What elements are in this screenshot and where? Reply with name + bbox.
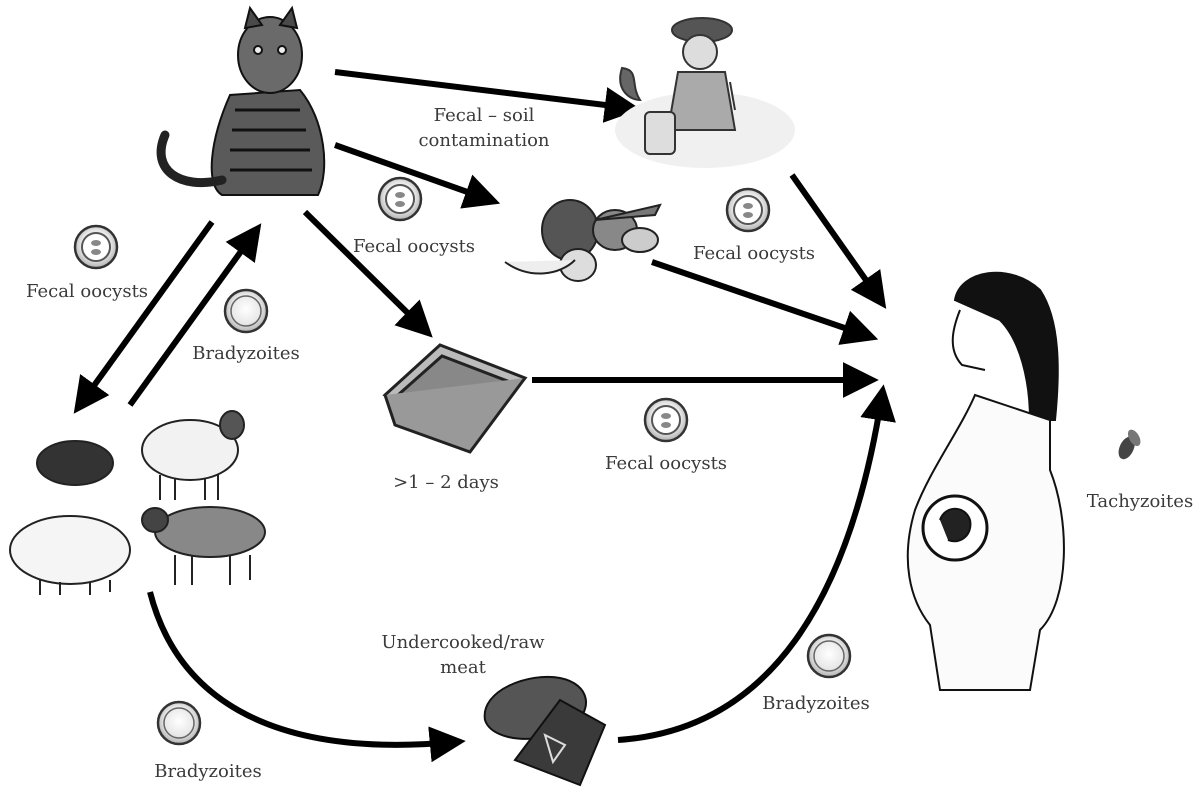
arrow-cat-to-gardener: [334, 69, 641, 123]
litter-box-illustration: [382, 343, 528, 454]
arrow-cat-to-vegetables: [333, 142, 501, 209]
label-meat-2: meat: [440, 657, 486, 678]
label-fecal-oocysts-right: Fecal oocysts: [693, 243, 815, 264]
labels: Fecal – soil contamination Fecal oocysts…: [26, 105, 1193, 782]
vegetables-illustration: [504, 199, 662, 282]
label-tachyzoites: Tachyzoites: [1087, 491, 1193, 512]
label-fecal-oocysts-center: Fecal oocysts: [353, 236, 475, 257]
pregnant-woman-illustration: [906, 271, 1065, 691]
arrow-gardener-to-woman: [789, 173, 887, 309]
bradyzoite-cyst-icon: [156, 700, 202, 746]
label-litter-days: >1 – 2 days: [393, 472, 499, 493]
arrow-cat-to-litter: [302, 209, 433, 338]
label-bradyzoites-lower: Bradyzoites: [154, 761, 261, 782]
arrow-meat-to-woman: [617, 384, 896, 743]
oocyst-icon: [73, 224, 119, 270]
oocyst-icon: [643, 397, 689, 443]
cat-illustration: [156, 5, 326, 196]
tachyzoite-icon: [1118, 429, 1141, 460]
arrow-cat-to-livestock: [73, 220, 215, 414]
arrow-livestock-to-cat: [127, 223, 262, 407]
label-fecal-soil-1: Fecal – soil: [434, 105, 535, 126]
label-meat-1: Undercooked/raw: [381, 632, 545, 653]
bradyzoite-cyst-icon: [806, 633, 852, 679]
arrow-vegetables-to-woman: [651, 259, 879, 345]
gardener-illustration: [615, 17, 795, 168]
bradyzoite-cyst-icons: [156, 288, 1141, 746]
oocyst-icon: [725, 187, 771, 233]
label-fecal-oocysts-left: Fecal oocysts: [26, 281, 148, 302]
arrow-livestock-to-meat: [147, 591, 466, 763]
livestock-illustration: [9, 410, 266, 595]
arrows: [73, 69, 997, 763]
oocyst-icons: [73, 176, 771, 443]
label-fecal-soil-2: contamination: [418, 130, 549, 151]
oocyst-icon: [377, 176, 423, 222]
label-fecal-oocysts-bottom: Fecal oocysts: [605, 453, 727, 474]
label-bradyzoites-upper: Bradyzoites: [192, 343, 299, 364]
raw-meat-illustration: [483, 675, 607, 787]
label-bradyzoites-right: Bradyzoites: [762, 693, 869, 714]
bradyzoite-cyst-icon: [223, 288, 269, 334]
